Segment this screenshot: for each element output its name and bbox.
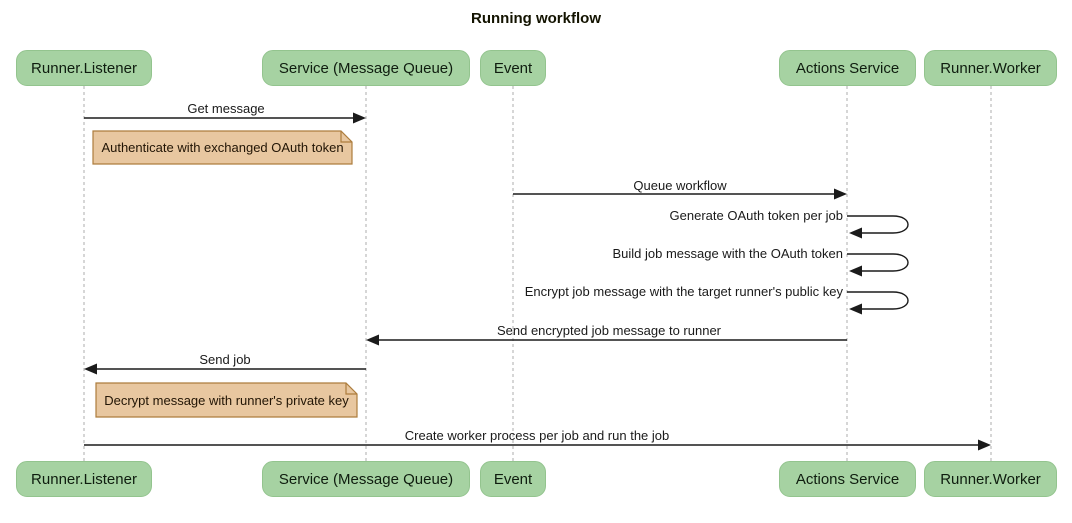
message-label-encrypt-job: Encrypt job message with the target runn…	[524, 284, 843, 299]
arrowhead-queue-workflow	[834, 188, 847, 200]
arrowhead-send-job	[84, 363, 97, 375]
actor-label: Event	[493, 470, 533, 488]
message-label-generate-token: Generate OAuth token per job	[669, 208, 843, 223]
note-shape-authenticate	[92, 130, 353, 165]
arrowhead-encrypt-job	[849, 303, 862, 315]
message-label-get-message: Get message	[187, 101, 265, 116]
lifelines	[83, 86, 992, 461]
arrowhead-create-worker	[978, 439, 991, 451]
message-label-send-job: Send job	[199, 352, 251, 367]
arrowhead-build-job	[849, 265, 862, 277]
note-fold-decrypt	[345, 383, 357, 395]
actor-label: Service (Message Queue)	[278, 470, 454, 488]
arrowhead-generate-token	[849, 227, 862, 239]
selfloop-build-job	[847, 253, 909, 272]
message-label-build-job: Build job message with the OAuth token	[612, 246, 843, 261]
note-shape-decrypt	[95, 382, 358, 418]
actor-bottom-event: Event	[480, 461, 546, 497]
actor-top-runner-worker: Runner.Worker	[924, 50, 1057, 86]
actor-label: Runner.Listener	[31, 59, 137, 77]
actor-label: Runner.Worker	[940, 59, 1041, 77]
message-label-send-encrypted: Send encrypted job message to runner	[496, 323, 722, 338]
arrowhead-send-encrypted	[366, 334, 379, 346]
note-authenticate: Authenticate with exchanged OAuth token	[101, 140, 344, 155]
diagram-title: Running workflow	[471, 10, 601, 27]
actor-bottom-runner-listener: Runner.Listener	[16, 461, 152, 497]
actor-top-service-message-queue: Service (Message Queue)	[262, 50, 470, 86]
actor-bottom-actions-service: Actions Service	[779, 461, 916, 497]
actor-top-event: Event	[480, 50, 546, 86]
actor-top-actions-service: Actions Service	[779, 50, 916, 86]
message-label-queue-workflow: Queue workflow	[633, 178, 727, 193]
actor-label: Event	[493, 59, 533, 77]
note-shapes	[92, 130, 358, 418]
note-fold-authenticate	[340, 131, 352, 143]
actor-top-runner-listener: Runner.Listener	[16, 50, 152, 86]
note-decrypt: Decrypt message with runner's private ke…	[104, 392, 349, 408]
actor-label: Service (Message Queue)	[278, 59, 454, 77]
message-label-create-worker: Create worker process per job and run th…	[404, 428, 670, 443]
actor-label: Actions Service	[795, 59, 900, 77]
selfloop-encrypt-job	[847, 291, 909, 310]
selfloop-generate-token	[847, 215, 909, 234]
actor-bottom-service-message-queue: Service (Message Queue)	[262, 461, 470, 497]
actor-label: Actions Service	[795, 470, 900, 488]
message-arrows	[84, 112, 991, 451]
arrowhead-get-message	[353, 112, 366, 124]
actor-label: Runner.Worker	[940, 470, 1041, 488]
actor-bottom-runner-worker: Runner.Worker	[924, 461, 1057, 497]
actor-label: Runner.Listener	[31, 470, 137, 488]
